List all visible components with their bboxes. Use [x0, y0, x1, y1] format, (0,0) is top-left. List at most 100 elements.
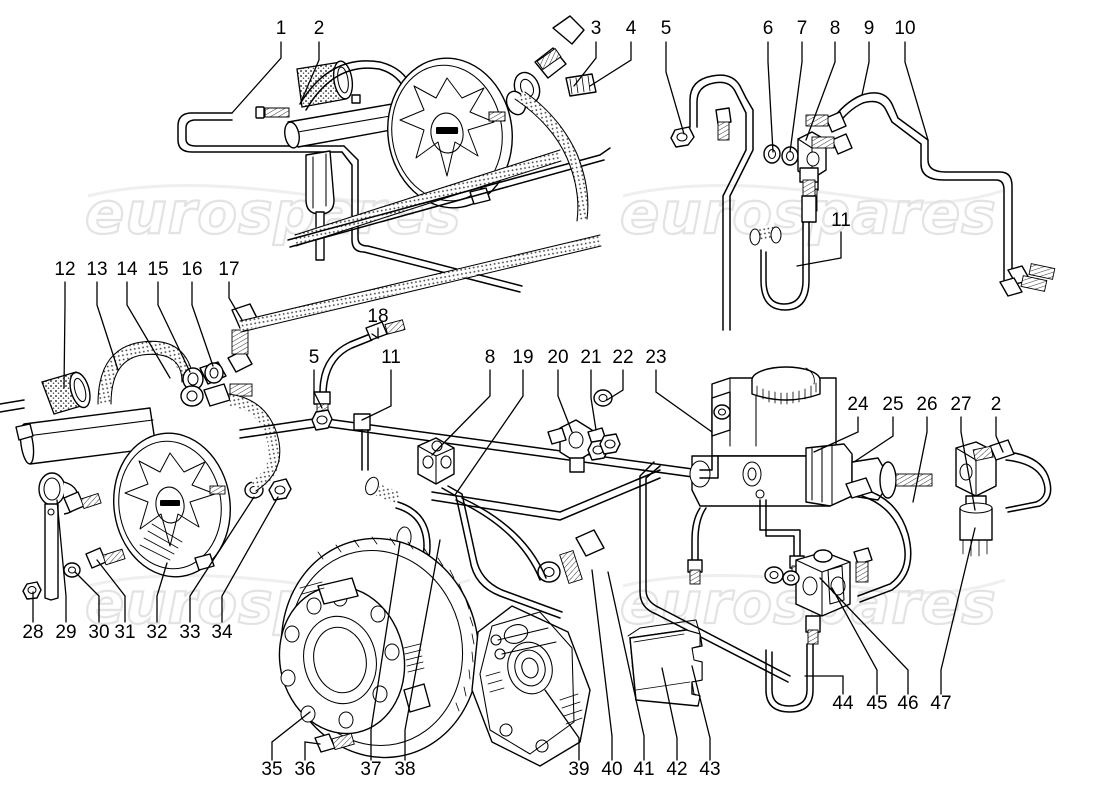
callout-2b: 2: [991, 394, 1004, 453]
callout-leader-5b: [313, 369, 323, 409]
fitting-cluster-14-17: [180, 303, 259, 407]
callout-leader-9: [861, 41, 870, 96]
callout-leader-26: [912, 416, 928, 503]
callout-number-27: 27: [950, 394, 971, 415]
callout-8b: 8: [431, 347, 496, 456]
brake-caliper-assembly: [471, 529, 605, 767]
callout-leader-34: [221, 496, 279, 623]
callout-leader-1: [231, 41, 282, 114]
callout-10: 10: [894, 18, 929, 141]
callout-5b: 5: [309, 347, 323, 409]
callout-9: 9: [861, 18, 874, 96]
bolt-30b: [63, 491, 102, 513]
callout-22: 22: [606, 347, 634, 401]
callout-leader-42: [661, 667, 678, 761]
cap-knurl: [756, 382, 817, 405]
callout-number-21: 21: [580, 347, 601, 368]
callout-leader-8a: [805, 41, 836, 141]
disc-bolt-36: [314, 732, 355, 753]
callout-leader-16: [191, 281, 214, 367]
callout-15: 15: [147, 259, 191, 373]
callout-leader-10: [904, 41, 929, 141]
callout-number-15: 15: [147, 259, 168, 280]
callout-leader-47: [940, 527, 976, 695]
callout-31: 31: [96, 559, 136, 643]
callout-21: 21: [580, 347, 602, 431]
callout-leader-41: [607, 571, 645, 761]
bleed-screw-upper: [715, 107, 732, 141]
callout-leader-36: [304, 741, 321, 761]
valve-stud-46: [853, 547, 873, 583]
callout-number-7: 7: [797, 18, 808, 39]
callout-leader-11a: [796, 231, 842, 267]
caliper-bolt-40: [559, 529, 605, 584]
bolt-31: [85, 547, 126, 569]
callout-leader-29: [56, 499, 67, 623]
callout-leader-13: [96, 281, 119, 371]
callout-leader-7: [789, 41, 803, 153]
callout-33: 33: [179, 496, 255, 643]
callout-leader-24: [813, 416, 859, 453]
callout-number-40: 40: [601, 759, 622, 780]
callout-6: 6: [763, 18, 774, 153]
callout-number-37: 37: [360, 759, 381, 780]
nut-5-upper: [670, 126, 695, 148]
brake-disc-assembly: [278, 536, 480, 759]
callout-47: 47: [930, 527, 976, 714]
callout-leader-4: [589, 41, 632, 87]
callout-16: 16: [181, 259, 214, 367]
line-nipple-a: [687, 559, 703, 585]
callout-leader-31: [96, 559, 126, 623]
callout-number-34: 34: [211, 622, 233, 643]
callout-leader-32: [156, 562, 168, 623]
callout-number-2a: 2: [314, 18, 325, 39]
callout-18: 18: [367, 306, 389, 340]
callout-35: 35: [261, 711, 311, 780]
callout-leader-33: [189, 496, 255, 623]
callout-13: 13: [86, 259, 119, 371]
callout-leader-14: [126, 281, 171, 379]
callout-39: 39: [544, 689, 590, 780]
callout-leader-12: [63, 281, 66, 389]
callout-number-16: 16: [181, 259, 202, 280]
callout-28: 28: [22, 591, 44, 643]
callout-number-8b: 8: [485, 347, 496, 368]
callout-36: 36: [294, 741, 321, 780]
brake-pad-set: [627, 619, 703, 707]
callout-46: 46: [819, 577, 919, 714]
callout-number-44: 44: [832, 693, 854, 714]
callout-number-45: 45: [866, 693, 887, 714]
callout-27: 27: [950, 394, 976, 511]
callout-number-30: 30: [88, 622, 109, 643]
callout-2a: 2: [299, 18, 325, 105]
proportioning-valve-45: [795, 549, 851, 617]
callout-number-24: 24: [847, 394, 869, 415]
flex-hose-11-lower: [353, 413, 431, 583]
callout-leader-22: [606, 369, 624, 401]
callout-44: 44: [804, 675, 854, 714]
callout-leader-43: [691, 665, 711, 761]
callout-number-2b: 2: [991, 394, 1002, 415]
drum-backing-plate-upper: [387, 57, 513, 209]
callout-12: 12: [54, 259, 76, 389]
callout-24: 24: [813, 394, 869, 453]
callout-4: 4: [589, 18, 637, 87]
callout-leader-40: [591, 569, 613, 761]
callout-number-12: 12: [54, 259, 75, 280]
callout-11b: 11: [361, 347, 401, 421]
callout-number-17: 17: [218, 259, 239, 280]
callout-42: 42: [661, 667, 688, 780]
lower-pipe-runs: [431, 455, 719, 581]
callout-number-22: 22: [612, 347, 633, 368]
callout-leader-39: [544, 689, 580, 761]
callout-number-35: 35: [261, 759, 282, 780]
callout-number-26: 26: [916, 394, 937, 415]
callout-number-33: 33: [179, 622, 200, 643]
hose-26-fitting: [845, 477, 873, 499]
callout-leader-15: [157, 281, 191, 373]
callout-41: 41: [607, 571, 655, 780]
callout-number-5a: 5: [661, 18, 672, 39]
callout-number-14: 14: [116, 259, 138, 280]
